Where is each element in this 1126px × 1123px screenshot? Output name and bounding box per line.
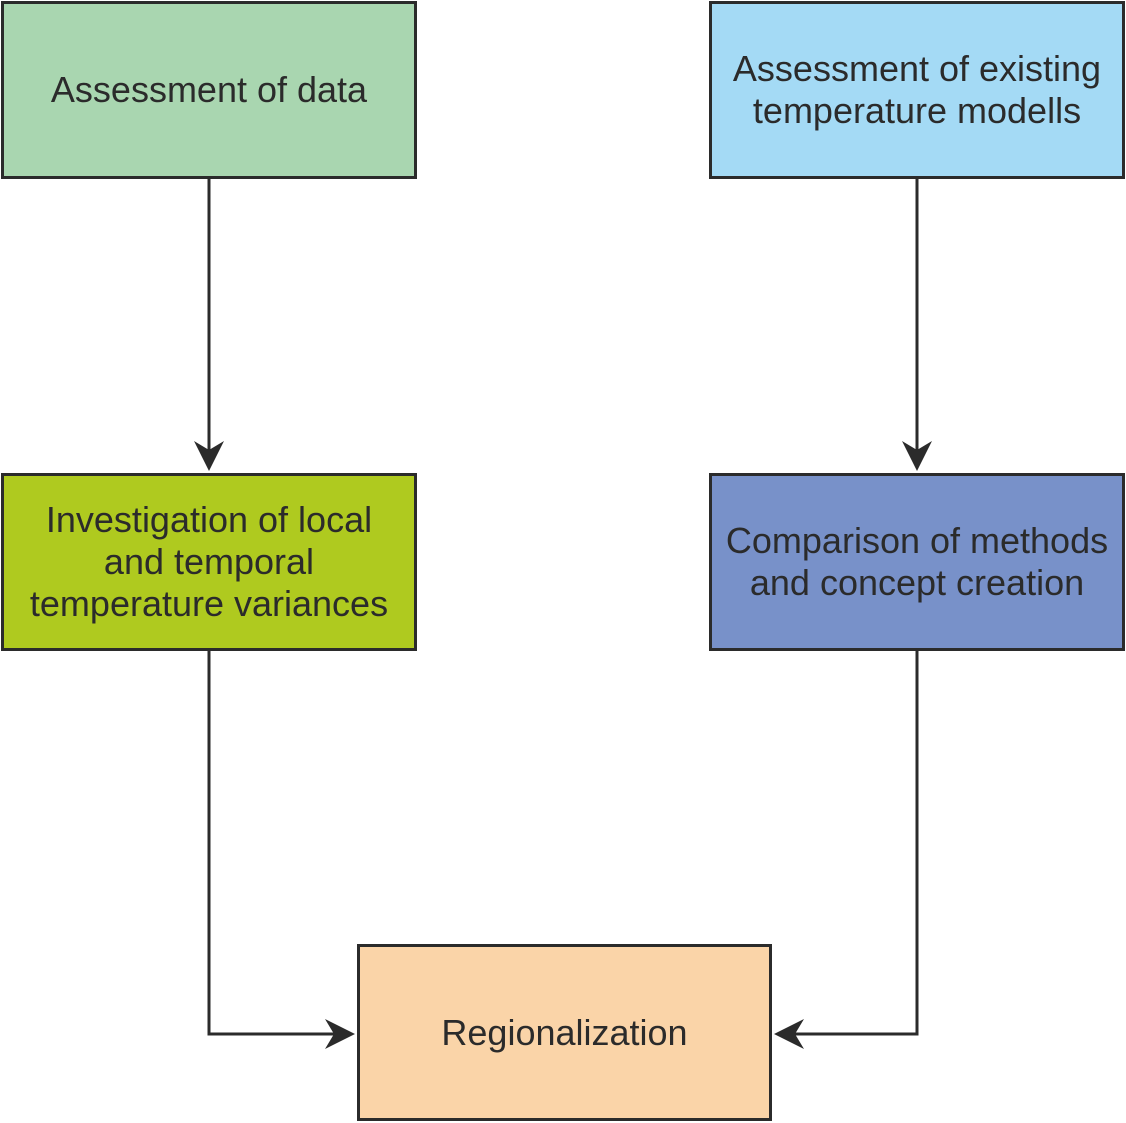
node-comparison-of-methods: Comparison of methods and concept creati…	[709, 473, 1125, 651]
node-investigation-of-variances: Investigation of local and temporal temp…	[1, 473, 417, 651]
node-label: Regionalization	[441, 1011, 688, 1053]
node-label: Comparison of methods and concept creati…	[725, 520, 1109, 603]
edge-comparison-to-regionalization	[774, 651, 919, 1049]
node-label: Assessment of existing temperature model…	[732, 48, 1102, 131]
node-label: Assessment of data	[50, 69, 368, 110]
node-assessment-of-existing-models: Assessment of existing temperature model…	[709, 1, 1125, 179]
node-assessment-of-data: Assessment of data	[1, 1, 417, 179]
node-label: Investigation of local and temporal temp…	[29, 499, 389, 624]
edge-investigation-to-regionalization	[207, 651, 355, 1049]
node-regionalization: Regionalization	[357, 944, 772, 1121]
